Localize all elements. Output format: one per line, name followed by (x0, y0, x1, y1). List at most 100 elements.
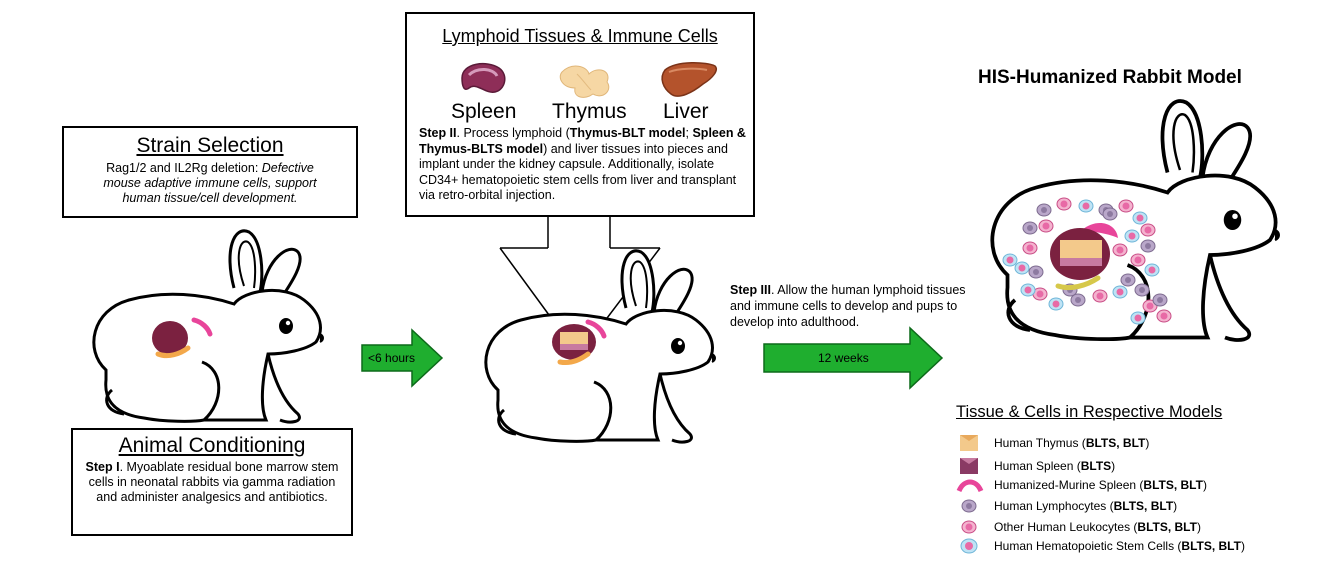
leukocyte-nucleus (1096, 292, 1104, 300)
step1-text: . Myoablate residual bone marrow stem ce… (88, 460, 339, 504)
stem-cell-nucleus (1116, 288, 1124, 296)
stem-cell-icon (958, 538, 980, 554)
legend-item-spleen: Human Spleen (BLTS) (958, 457, 1115, 475)
leukocyte-nucleus (1026, 244, 1034, 252)
legend-end-1: ) (1111, 459, 1116, 473)
stem-cell-nucleus (1006, 256, 1014, 264)
legend-text-5: Human Hematopoietic Stem Cells ( (994, 539, 1182, 553)
legend-item-leukocytes: Other Human Leukocytes (BLTS, BLT) (958, 518, 1201, 536)
spleen-icon (958, 458, 980, 474)
step2-t3: ) and liver tissues into pieces and impl… (419, 141, 737, 203)
stem-cell-nucleus (1136, 214, 1144, 222)
step2-t2: ; (685, 126, 689, 140)
lymphocyte-nucleus (1041, 207, 1047, 213)
step2-spleen-thymus-blts: Spleen & Thymus-BLTS model (419, 126, 746, 156)
thymus-icon (958, 435, 980, 451)
lymphocyte-nucleus (1107, 211, 1113, 217)
step2-t1: . Process lymphoid ( (456, 126, 570, 140)
legend-text-0: Human Thymus ( (994, 436, 1086, 450)
legend-bold-3: BLTS, BLT (1113, 499, 1174, 513)
step1-label: Step I (85, 460, 120, 474)
rabbit1-murine-spleen (191, 317, 213, 337)
animal-conditioning-text: Step I. Myoablate residual bone marrow s… (83, 460, 341, 505)
strain-line2: mouse adaptive immune cells, support (103, 176, 317, 190)
lymphocyte-nucleus (1145, 243, 1151, 249)
legend-item-murine-spleen: Humanized-Murine Spleen (BLTS, BLT) (956, 476, 1207, 494)
stem-cell-nucleus (1052, 300, 1060, 308)
rabbit-2 (484, 249, 717, 444)
leukocyte-nucleus (1122, 202, 1130, 210)
legend-text-1: Human Spleen ( (994, 459, 1081, 473)
stem-cell-nucleus (1134, 314, 1142, 322)
step2-label: Step II (419, 126, 457, 140)
lymphocyte-nucleus (1075, 297, 1081, 303)
legend-title: Tissue & Cells in Respective Models (956, 403, 1223, 421)
legend-bold-1: BLTS (1080, 459, 1112, 473)
lymphocyte-nucleus (1033, 269, 1039, 275)
stem-cell-nucleus (1128, 232, 1136, 240)
lymphocyte-nucleus (1027, 225, 1033, 231)
spleen-image (461, 62, 506, 93)
strain-line3: human tissue/cell development. (122, 191, 298, 205)
legend-text-4: Other Human Leukocytes ( (994, 520, 1138, 534)
leukocyte-nucleus (1036, 290, 1044, 298)
legend-end-5: ) (1240, 539, 1245, 553)
legend-bold-2: BLTS, BLT (1143, 478, 1203, 492)
arrow-1-label: <6 hours (368, 351, 416, 365)
lymphoid-tissues-title: Lymphoid Tissues & Immune Cells (442, 26, 718, 46)
stem-cell-nucleus (1018, 264, 1026, 272)
legend-end-3: ) (1173, 499, 1178, 513)
animal-conditioning-title: Animal Conditioning (118, 434, 306, 457)
rabbit2-implant (552, 324, 596, 365)
arrow-1 (361, 328, 444, 388)
arrow-2 (763, 326, 944, 390)
stem-cell-nucleus (1148, 266, 1156, 274)
legend-bold-0: BLTS, BLT (1085, 436, 1146, 450)
liver-image (661, 62, 717, 97)
step2-text: Step II. Process lymphoid (Thymus-BLT mo… (419, 126, 747, 204)
step3-label: Step III (730, 283, 771, 297)
legend-item-lymphocytes: Human Lymphocytes (BLTS, BLT) (958, 497, 1177, 515)
rabbit-1 (92, 229, 325, 424)
organ-images (461, 62, 717, 98)
strain-selection-text: Rag1/2 and IL2Rg deletion: Defective mou… (64, 161, 356, 206)
strain-line1: Rag1/2 and IL2Rg deletion: (106, 161, 262, 175)
lymphocyte-nucleus (1157, 297, 1163, 303)
step3-text: Step III. Allow the human lymphoid tissu… (730, 282, 982, 330)
leukocyte-nucleus (1160, 312, 1168, 320)
leukocyte-nucleus (1116, 246, 1124, 254)
model-title: HIS-Humanized Rabbit Model (978, 67, 1242, 88)
strain-line1-italic: Defective (261, 161, 314, 175)
organ-label-spleen: Spleen (451, 100, 517, 123)
murine-spleen-icon (956, 477, 984, 493)
lymphocyte-icon (958, 498, 980, 514)
animal-conditioning-box: Animal Conditioning Step I. Myoablate re… (71, 428, 353, 536)
legend-end-4: ) (1196, 520, 1201, 534)
legend-item-stem-cells: Human Hematopoietic Stem Cells (BLTS, BL… (958, 537, 1245, 555)
thymus-image (559, 65, 610, 98)
leukocyte-nucleus (1144, 226, 1152, 234)
legend-end-2: ) (1202, 478, 1207, 492)
arrow-2-label: 12 weeks (818, 351, 869, 365)
leukocyte-nucleus (1146, 302, 1154, 310)
rabbit1-kidney (152, 321, 191, 359)
organ-label-thymus: Thymus (552, 100, 627, 123)
cell-cluster (1002, 197, 1172, 325)
leukocyte-icon (958, 519, 980, 535)
lymphocyte-nucleus (1125, 277, 1131, 283)
leukocyte-nucleus (1042, 222, 1050, 230)
legend-end-0: ) (1145, 436, 1150, 450)
step3-body: . Allow the human lymphoid tissues and i… (730, 283, 966, 329)
legend-item-thymus: Human Thymus (BLTS, BLT) (958, 434, 1149, 452)
leukocyte-nucleus (1134, 256, 1142, 264)
lymphoid-tissues-box: Lymphoid Tissues & Immune Cells Spleen T… (405, 12, 755, 217)
legend-text-2: Humanized-Murine Spleen ( (994, 478, 1144, 492)
legend-bold-4: BLTS, BLT (1137, 520, 1197, 534)
strain-selection-box: Strain Selection Rag1/2 and IL2Rg deleti… (62, 126, 358, 218)
organ-label-liver: Liver (663, 100, 709, 123)
rabbit3-implant (1050, 223, 1118, 291)
lymphocyte-nucleus (1139, 287, 1145, 293)
